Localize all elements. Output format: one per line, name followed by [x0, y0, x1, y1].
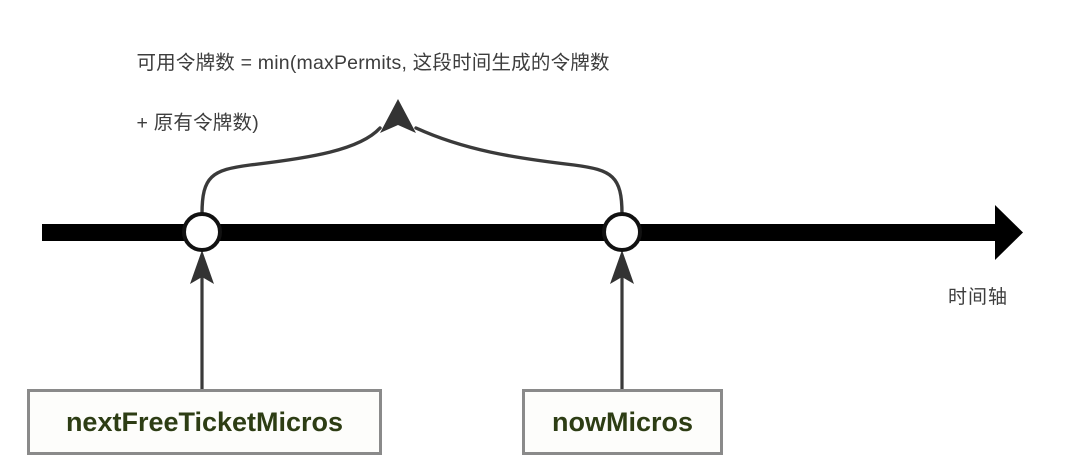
timeline-bar: [42, 224, 1004, 241]
nowMicros-marker[interactable]: [602, 212, 642, 252]
timeline-axis: [42, 205, 1023, 260]
pointer-arrowhead-left-icon: [190, 250, 214, 284]
nextFreeTicketMicros-marker[interactable]: [182, 212, 222, 252]
pointer-arrow-now-micros: [610, 250, 634, 389]
formula-annotation: 可用令牌数 = min(maxPermits, 这段时间生成的令牌数 + 原有令…: [114, 18, 754, 168]
formula-line-1: 可用令牌数 = min(maxPermits, 这段时间生成的令牌数: [136, 52, 610, 74]
pointer-arrowhead-right-icon: [610, 250, 634, 284]
brace-left-arm: [200, 126, 382, 216]
span-brace: [200, 99, 624, 216]
axis-label-time: 时间轴: [948, 287, 1009, 308]
brace-arrowhead-icon: [380, 99, 416, 133]
label-box-next-free-ticket-micros-text: nextFreeTicketMicros: [65, 406, 344, 437]
label-box-now-micros-text: nowMicros: [551, 406, 693, 437]
brace-right-arm: [414, 126, 624, 216]
label-box-next-free-ticket-micros[interactable]: nextFreeTicketMicros: [27, 389, 382, 455]
pointer-arrow-next-free-ticket: [190, 250, 214, 389]
label-box-now-micros[interactable]: nowMicros: [522, 389, 723, 455]
formula-line-2: + 原有令牌数): [136, 112, 259, 134]
timeline-arrowhead-icon: [995, 205, 1023, 260]
